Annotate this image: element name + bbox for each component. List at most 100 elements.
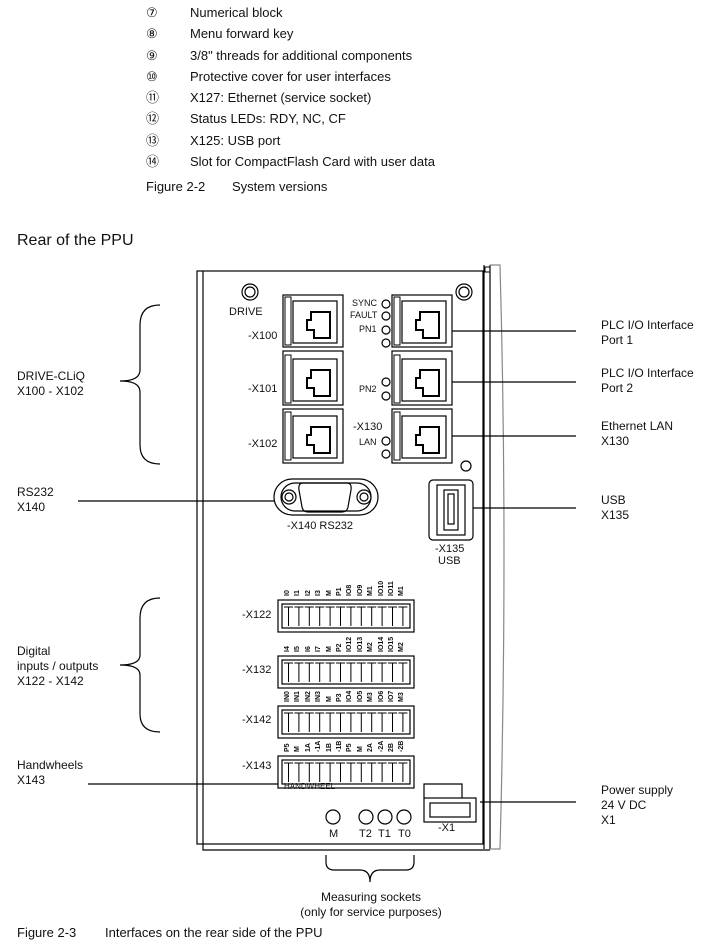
rs232-dsub-connector [273,478,379,516]
terminal-pin-slot [367,762,377,782]
callout-line-1: RS232 [17,485,54,499]
callout-line-1: Power supply [601,783,674,797]
terminal-pin-label: M2 [398,642,406,652]
callout-power-supply: Power supply 24 V DC X1 [601,783,673,828]
terminal-pin-slot [315,606,325,626]
terminal-pin-label: IN0 [284,691,291,702]
terminal-pin-slot [315,712,325,732]
callout-line-1: Ethernet LAN [601,419,674,433]
led-pn1-b [381,338,391,348]
terminal-pin-label: M1 [398,586,406,596]
callout-line-1: Handwheels [17,758,84,772]
terminal-pin-slot [346,762,356,782]
terminal-pin-slot [346,606,356,626]
terminal-pin-label: -2B [398,740,406,752]
terminal-pin-slot [304,662,314,682]
port-label-x101: -X101 [248,383,278,395]
terminal-pin-label: 1A [304,743,312,752]
legend-text: X127: Ethernet (service socket) [190,90,372,105]
terminal-pin-slot [367,712,377,732]
measuring-socket-t2 [358,809,374,825]
legend-text: Menu forward key [190,26,294,41]
terminal-pin-label: IO9 [356,584,364,596]
led-label-pn2: PN2 [359,384,377,394]
socket-label-m: M [329,828,339,840]
terminal-label-x122: -X122 [242,609,272,621]
measuring-socket-t1 [377,809,393,825]
terminal-pin-slot [325,662,335,682]
device-side-contour [490,264,505,850]
terminal-pin-label: -2A [377,740,385,752]
callout-drive-cliq: DRIVE-CLiQ X100 - X102 [17,369,85,399]
terminal-pin-slot [377,712,387,732]
measuring-socket-m [325,809,341,825]
terminal-pin-slot [325,712,335,732]
callout-line-3: X1 [601,813,616,827]
terminal-pin-slot [367,662,377,682]
callout-usb: USB X135 [601,493,629,523]
rj45-port-x100 [282,294,344,348]
measuring-sockets-caption: Measuring sockets (only for service purp… [296,890,446,920]
terminal-pin-slot [336,662,345,682]
terminal-pin-label: P2 [336,643,343,652]
device-housing-outline [196,270,484,845]
terminal-pin-slot [294,662,304,682]
terminal-pin-label: P3 [336,693,343,702]
terminal-pin-label: I6 [304,646,312,652]
terminal-pin-slot [398,606,408,626]
terminal-pin-label: I7 [315,646,323,652]
legend-number: ⑭ [146,154,160,169]
drive-label: DRIVE [229,306,263,318]
terminal-pin-label: M [325,646,333,652]
callout-line-2: X140 [17,500,46,514]
led-label-sync: SYNC [352,298,378,308]
callout-line-2: Port 1 [601,333,634,347]
led-label-pn1: PN1 [359,324,377,334]
terminal-pin-label: 1B [325,743,333,752]
brace-drive-cliq [119,304,161,465]
legend-number: ⑦ [146,5,158,20]
legend-text: Slot for CompactFlash Card with user dat… [190,154,435,169]
terminal-pin-label: IO10 [377,580,385,596]
terminal-pin-slot [367,606,377,626]
brace-measuring-sockets [325,855,415,883]
terminal-pin-slot [284,712,293,732]
terminal-pin-label: 2B [388,743,395,752]
section-title: Rear of the PPU [17,232,134,249]
terminal-pin-slot [315,662,325,682]
terminal-pin-label: IO15 [388,636,395,652]
terminal-pin-label: IO11 [388,581,395,596]
callout-ethernet-lan: Ethernet LAN X130 [601,419,673,449]
terminal-pin-label: I2 [304,590,312,596]
terminal-pin-slot [356,606,366,626]
legend-text: 3/8" threads for additional components [190,48,413,63]
terminal-pin-label: IN2 [304,691,312,702]
terminal-pin-label: IO13 [356,636,364,652]
terminal-pin-slot [315,762,325,782]
socket-label-t2: T2 [359,828,372,840]
rj45-port-x102 [282,408,344,464]
terminal-pin-label: M [356,746,364,752]
terminal-pin-label: P1 [336,587,343,596]
terminal-pin-label: IO12 [346,636,354,652]
terminal-pin-slot [336,712,345,732]
handwheel-label: HANDWHEEL [284,782,336,791]
rj45-port-pn1 [391,294,453,348]
terminal-pin-label: -1B [336,740,343,752]
usb-connector [428,479,474,541]
terminal-pin-slot [294,606,304,626]
usb-label-name: USB [438,555,461,567]
socket-label-t1: T1 [378,828,391,840]
terminal-pin-label: IO8 [346,584,354,596]
terminal-pin-label: M3 [398,692,406,702]
terminal-pin-slot [294,762,304,782]
terminal-pin-label: P5 [284,743,291,752]
legend-number: ⑨ [146,48,158,63]
terminal-pin-label: I4 [284,646,291,652]
terminal-pin-slot [388,762,397,782]
terminal-block-x143 [277,755,415,789]
terminal-pin-label: I0 [284,590,291,596]
led-label-lan: LAN [359,437,377,447]
